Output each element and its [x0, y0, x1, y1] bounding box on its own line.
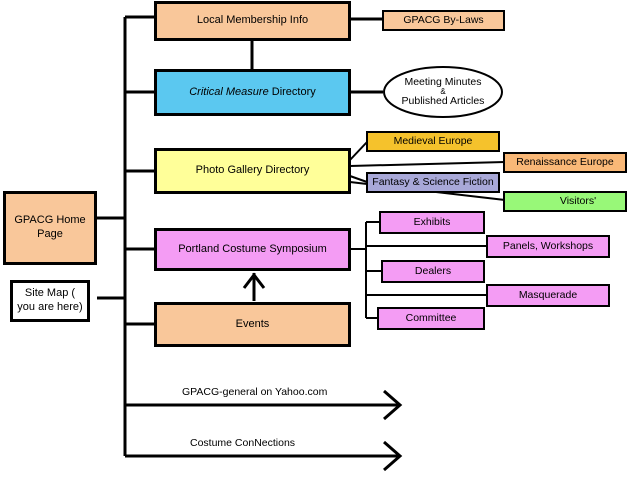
exhibits-label: Exhibits	[413, 215, 451, 228]
fantasy-scifi-node[interactable]: Fantasy & Science Fiction	[366, 172, 500, 193]
meeting-minutes-line1: Meeting Minutes	[404, 75, 482, 88]
meeting-minutes-line3: Published Articles	[401, 95, 485, 108]
yahoo-group-link[interactable]: GPACG-general on Yahoo.com	[182, 386, 328, 398]
dealers-label: Dealers	[414, 264, 452, 277]
symposium-node[interactable]: Portland Costume Symposium	[154, 228, 351, 271]
events-node[interactable]: Events	[154, 302, 351, 347]
medieval-europe-node[interactable]: Medieval Europe	[366, 131, 500, 152]
symposium-label: Portland Costume Symposium	[178, 242, 327, 255]
critical-measure-rest: Directory	[271, 85, 316, 98]
medieval-europe-label: Medieval Europe	[393, 134, 473, 147]
bylaws-label: GPACG By-Laws	[403, 13, 484, 26]
events-label: Events	[235, 317, 270, 330]
masquerade-label: Masquerade	[518, 288, 578, 301]
meeting-minutes-node[interactable]: Meeting Minutes & Published Articles	[386, 68, 500, 116]
photo-gallery-label: Photo Gallery Directory	[195, 164, 310, 177]
meeting-minutes-ellipse[interactable]	[383, 66, 503, 118]
dealers-node[interactable]: Dealers	[381, 260, 485, 283]
site-map-node[interactable]: Site Map ( you are here)	[10, 280, 90, 322]
critical-measure-label: Critical Measure Directory	[189, 86, 316, 100]
bylaws-node[interactable]: GPACG By-Laws	[382, 10, 505, 31]
home-page-label: GPACG Home Page	[14, 214, 86, 240]
renaissance-europe-node[interactable]: Renaissance Europe	[503, 152, 627, 173]
critical-measure-node[interactable]: Critical Measure Directory	[154, 69, 351, 116]
costume-connections-link[interactable]: Costume ConNections	[190, 437, 296, 449]
photo-gallery-node[interactable]: Photo Gallery Directory	[154, 148, 351, 194]
exhibits-node[interactable]: Exhibits	[379, 211, 485, 234]
committee-node[interactable]: Committee	[377, 307, 485, 330]
site-map-label: Site Map ( you are here)	[17, 287, 83, 313]
panels-workshops-node[interactable]: Panels, Workshops	[486, 235, 610, 258]
renaissance-europe-label: Renaissance Europe	[516, 155, 614, 168]
masquerade-node[interactable]: Masquerade	[486, 284, 610, 307]
critical-measure-italic: Critical Measure	[189, 85, 269, 98]
visitors-node[interactable]: Visitors'	[503, 191, 627, 212]
panels-workshops-label: Panels, Workshops	[502, 239, 594, 252]
home-page-node[interactable]: GPACG Home Page	[3, 191, 97, 265]
visitors-label: Visitors'	[559, 194, 597, 207]
committee-label: Committee	[405, 311, 457, 324]
local-membership-node[interactable]: Local Membership Info	[154, 1, 351, 41]
meeting-minutes-line2: &	[440, 86, 446, 96]
local-membership-label: Local Membership Info	[196, 14, 309, 27]
fantasy-scifi-label: Fantasy & Science Fiction	[372, 175, 494, 188]
